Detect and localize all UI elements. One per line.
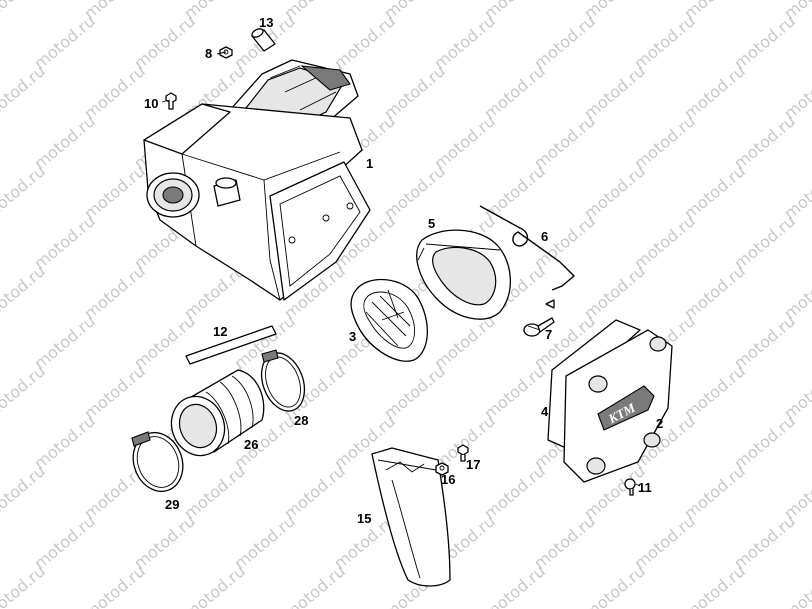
watermark-text: motod.ru (80, 61, 148, 123)
label-5: 5 (428, 216, 435, 231)
label-2: 2 (656, 416, 663, 431)
watermark-text: motod.ru (480, 561, 548, 609)
watermark-text: motod.ru (580, 261, 648, 323)
watermark-text: motod.ru (30, 111, 98, 173)
watermark-text: motod.ru (0, 361, 49, 423)
part-5-air-filter (416, 229, 512, 320)
watermark-text: motod.ru (480, 161, 548, 223)
label-4: 4 (541, 404, 549, 419)
watermark-text: motod.ru (530, 11, 598, 73)
watermark-text: motod.ru (0, 461, 49, 523)
watermark-text: motod.ru (530, 111, 598, 173)
watermark-text: motod.ru (30, 211, 98, 273)
watermark-text: motod.ru (530, 511, 598, 573)
watermark-text: motod.ru (380, 61, 448, 123)
watermark-text: motod.ru (130, 11, 198, 73)
watermark-text: motod.ru (630, 511, 698, 573)
watermark-text: motod.ru (730, 511, 798, 573)
watermark-text: motod.ru (730, 111, 798, 173)
watermark-text: motod.ru (30, 511, 98, 573)
watermark-text: motod.ru (580, 61, 648, 123)
watermark-text: motod.ru (0, 0, 49, 23)
watermark-text: motod.ru (680, 261, 748, 323)
part-labels: 13 8 10 1 5 6 3 7 12 4 2 28 26 17 16 11 … (144, 15, 663, 526)
part-1-airbox-housing (143, 59, 371, 301)
watermark-text: motod.ru (30, 11, 98, 73)
part-3-filter-cage (350, 278, 429, 362)
watermark-text: motod.ru (0, 61, 49, 123)
watermark-text: motod.ru (330, 11, 398, 73)
label-7: 7 (545, 327, 552, 342)
watermark-text: motod.ru (630, 211, 698, 273)
watermark-text: motod.ru (630, 111, 698, 173)
label-13: 13 (259, 15, 273, 30)
watermark-text: motod.ru (380, 161, 448, 223)
watermark-text: motod.ru (730, 311, 798, 373)
watermark-text: motod.ru (130, 511, 198, 573)
watermark-text: motod.ru (730, 411, 798, 473)
part-28-clamp (260, 349, 306, 412)
watermark-text: motod.ru (680, 361, 748, 423)
watermark-text: motod.ru (430, 311, 498, 373)
watermark-text: motod.ru (380, 361, 448, 423)
watermark-text: motod.ru (680, 561, 748, 609)
label-3: 3 (349, 329, 356, 344)
watermark-text: motod.ru (430, 111, 498, 173)
watermark-text: motod.ru (80, 361, 148, 423)
watermark-text: motod.ru (680, 61, 748, 123)
part-16-nut (435, 462, 449, 476)
watermark-text: motod.ru (780, 561, 812, 609)
watermark-text: motod.ru (730, 11, 798, 73)
watermark-text: motod.ru (430, 11, 498, 73)
label-29: 29 (165, 497, 179, 512)
watermark-text: motod.ru (280, 561, 348, 609)
label-6: 6 (541, 229, 548, 244)
watermark-text: motod.ru (130, 311, 198, 373)
watermark-text: motod.ru (580, 561, 648, 609)
watermark-text: motod.ru (630, 11, 698, 73)
label-28: 28 (294, 413, 308, 428)
watermark-text: motod.ru (30, 411, 98, 473)
watermark-text: motod.ru (480, 61, 548, 123)
part-12-tube (185, 325, 277, 365)
watermark-text: motod.ru (30, 311, 98, 373)
watermark-text: motod.ru (80, 561, 148, 609)
watermark-text: motod.ru (230, 511, 298, 573)
part-17-bolt (457, 444, 469, 462)
part-29-clamp (131, 431, 184, 493)
part-2-side-cover: KTM (563, 329, 673, 483)
label-11: 11 (638, 480, 652, 495)
label-15: 15 (357, 511, 371, 526)
part-7-rivet (523, 299, 555, 337)
part-6-wire-clip (479, 205, 576, 291)
label-16: 16 (441, 472, 455, 487)
part-26-intake-boot (170, 369, 265, 457)
part-11-screw (624, 478, 636, 496)
watermark-text: motod.ru (680, 161, 748, 223)
watermark-text: motod.ru (80, 161, 148, 223)
watermark-text: motod.ru (280, 461, 348, 523)
part-15-mud-flap (371, 447, 451, 587)
leader-lines (161, 51, 641, 487)
label-8: 8 (205, 46, 212, 61)
watermark-text: motod.ru (180, 561, 248, 609)
watermark-text: motod.ru (480, 361, 548, 423)
watermark-text: motod.ru (730, 211, 798, 273)
label-12: 12 (213, 324, 227, 339)
watermark-text: motod.ru (680, 461, 748, 523)
part-8-nut (219, 46, 233, 59)
watermark-text: motod.ru (0, 261, 49, 323)
watermark-text: motod.ru (0, 561, 49, 609)
part-13-hose-piece (251, 28, 276, 52)
watermark-text: motod.ru (580, 161, 648, 223)
label-26: 26 (244, 437, 258, 452)
watermark-text: motod.ru (0, 161, 49, 223)
watermark-text: motod.ru (80, 261, 148, 323)
label-17: 17 (466, 457, 480, 472)
label-1: 1 (366, 156, 373, 171)
watermark-text: motod.ru (480, 461, 548, 523)
label-10: 10 (144, 96, 158, 111)
watermark-text: motod.ru (180, 461, 248, 523)
